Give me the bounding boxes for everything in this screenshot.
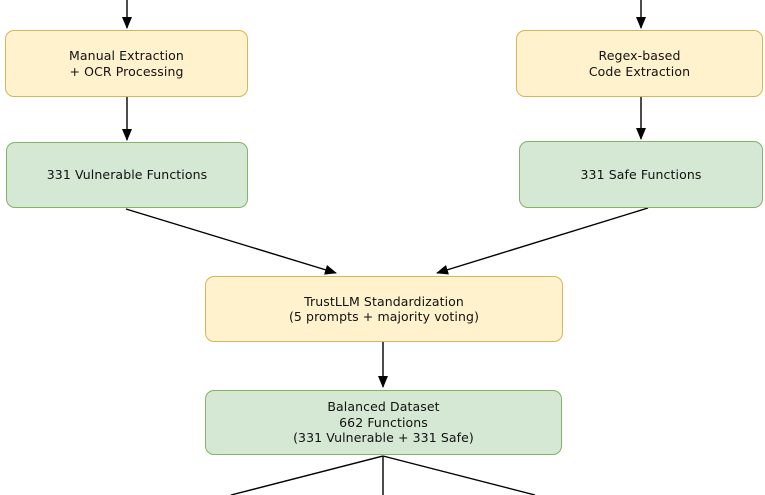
node-label-line: Code Extraction [588,63,691,79]
node-vulnerable-functions: 331 Vulnerable Functions [6,142,248,208]
node-label-line: 662 Functions [339,414,428,430]
node-label-line: TrustLLM Standardization [304,293,464,309]
node-label-line: Regex-based [598,48,681,63]
edge-balanced-branch-right [382,455,536,495]
edge-safe-to-trustllm [436,207,649,275]
node-trustllm-standardization: TrustLLM Standardization(5 prompts + maj… [205,276,563,342]
node-label-line: (331 Vulnerable + 331 Safe) [293,430,474,446]
node-label-line: Manual Extraction [69,48,184,63]
node-label-line: (5 prompts + majority voting) [288,309,480,324]
node-label-line: Balanced Dataset [327,399,440,415]
node-safe-functions: 331 Safe Functions [519,141,763,208]
node-label-line: + OCR Processing [69,63,184,79]
edge-balanced-branch-left [230,455,384,495]
node-label-line: 331 Safe Functions [580,166,702,182]
node-label-line: 331 Vulnerable Functions [46,167,208,183]
node-manual-extraction: Manual Extraction+ OCR Processing [5,30,248,97]
edge-vulnerable-to-trustllm [125,208,337,275]
